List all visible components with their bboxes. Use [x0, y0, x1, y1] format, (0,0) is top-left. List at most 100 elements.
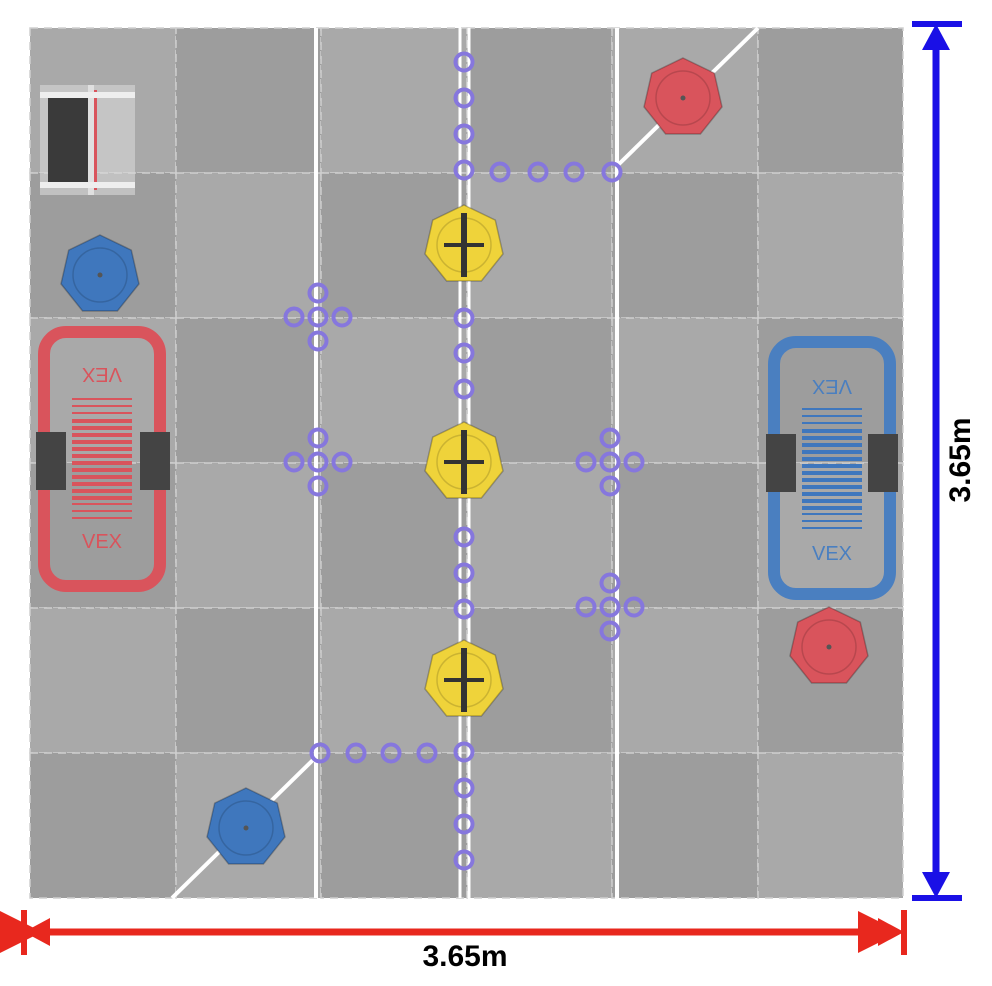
ring: [453, 51, 475, 73]
platform-stripe: [72, 468, 132, 472]
ring: [599, 572, 621, 594]
ring: [453, 849, 475, 871]
platform-stripe: [72, 510, 132, 512]
platform-stripe: [72, 454, 132, 458]
ring: [345, 742, 367, 764]
ring: [453, 342, 475, 364]
platform-stripe: [802, 415, 862, 417]
platform-stripe: [802, 513, 862, 515]
red-platform-logo: VEX: [82, 363, 122, 385]
red-platform-logo-bottom: VEX: [82, 531, 122, 553]
platform-stripe: [802, 478, 862, 482]
platform-stripe: [72, 475, 132, 479]
field-tile: [320, 27, 468, 174]
red-mobile-goal: [643, 57, 723, 135]
platform-stripe: [72, 489, 132, 493]
height-label: 3.65m: [944, 417, 977, 502]
field-tile: [175, 607, 322, 754]
neutral-mobile-goal: [424, 421, 504, 499]
red-mobile-goal: [789, 606, 869, 684]
platform-stripe: [802, 492, 862, 496]
ring: [601, 161, 623, 183]
platform-stripe: [802, 506, 862, 510]
blue-mobile-goal: [206, 787, 286, 865]
ring: [453, 598, 475, 620]
ring: [599, 451, 621, 473]
ring: [416, 742, 438, 764]
field-tile: [320, 752, 468, 899]
ring: [331, 451, 353, 473]
platform-stripe: [802, 429, 862, 433]
platform-stripe: [72, 398, 132, 400]
ring: [307, 451, 329, 473]
ring: [599, 427, 621, 449]
ring: [307, 282, 329, 304]
ring: [307, 306, 329, 328]
ring: [527, 161, 549, 183]
ring: [489, 161, 511, 183]
ring: [309, 742, 331, 764]
field-tile: [611, 462, 759, 609]
field-tile: [611, 317, 759, 464]
field-tile: [757, 172, 904, 319]
field-tile: [175, 27, 322, 174]
platform-stripe: [802, 422, 862, 424]
ring: [453, 378, 475, 400]
red-platform: VEX VEX: [36, 326, 170, 592]
platform-stripe: [72, 412, 132, 414]
platform-stripe: [802, 471, 862, 475]
platform-stripe: [72, 517, 132, 519]
field-tile: [175, 462, 322, 609]
blue-platform-logo-bottom: VEX: [812, 543, 852, 565]
field-tile: [757, 752, 904, 899]
ring: [453, 307, 475, 329]
ring: [283, 451, 305, 473]
ring: [283, 306, 305, 328]
field-tile: [29, 607, 177, 754]
platform-stripe: [72, 461, 132, 465]
ring: [575, 596, 597, 618]
field-tile: [175, 317, 322, 464]
neutral-mobile-goal: [424, 639, 504, 717]
ring: [453, 526, 475, 548]
ring: [575, 451, 597, 473]
rings: [283, 51, 645, 871]
blue-mobile-goal: [60, 234, 140, 312]
ring: [331, 306, 353, 328]
blue-platform-logo: VEX: [812, 375, 852, 397]
neutral-mobile-goal: [424, 204, 504, 282]
platform-stripe: [802, 457, 862, 461]
platform-stripe: [72, 433, 132, 437]
ring: [453, 562, 475, 584]
field-tile: [29, 752, 177, 899]
platform-stripe: [802, 485, 862, 489]
platform-stripe: [72, 426, 132, 430]
platform-stripe: [72, 482, 132, 486]
platform-stripe: [802, 443, 862, 447]
platform-stripe: [72, 405, 132, 407]
mobile-goals: [60, 57, 869, 865]
ring: [623, 596, 645, 618]
robot: [40, 85, 135, 195]
ring: [599, 620, 621, 642]
field-tiles: [29, 27, 904, 899]
ring: [307, 427, 329, 449]
platform-stripe: [802, 450, 862, 454]
platform-stripe: [72, 503, 132, 505]
field-tile: [466, 27, 613, 174]
platform-stripe: [72, 447, 132, 451]
platform-stripe: [802, 527, 862, 529]
ring: [380, 742, 402, 764]
platform-stripe: [802, 408, 862, 410]
platform-stripe: [72, 440, 132, 444]
ring: [453, 123, 475, 145]
field-tile: [611, 172, 759, 319]
ring: [307, 475, 329, 497]
platform-stripe: [72, 419, 132, 423]
ring: [453, 741, 475, 763]
field-tile: [611, 607, 759, 754]
platform-stripe: [802, 436, 862, 440]
ring: [307, 330, 329, 352]
width-dimension: 3.65m: [0, 910, 907, 973]
